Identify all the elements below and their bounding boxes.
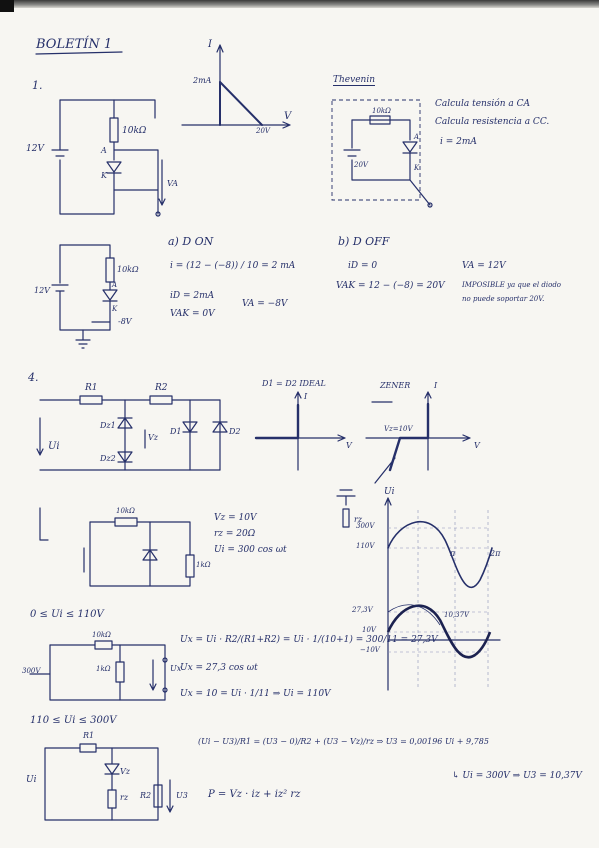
range1-eq1: Ux = Ui · R2/(R1+R2) = Ui · 1/(10+1) = 3… — [180, 635, 438, 645]
case-b-eq1: iD = 0 — [348, 261, 378, 271]
case-b-eq2: VAK = 12 − (−8) = 20V — [336, 281, 445, 291]
wave-level-110: 110V — [356, 542, 375, 550]
p2-circuit — [51, 244, 118, 349]
p1-number: 1. — [32, 79, 43, 92]
wave-pi: π — [450, 549, 456, 558]
ideal-label: D1 = D2 IDEAL — [262, 379, 326, 388]
eq-circuit-r1: 10kΩ — [116, 507, 135, 515]
wave-level-10: 10V — [362, 626, 376, 634]
ideal-diode-graph — [254, 391, 346, 471]
range1-label: 0 ≤ Ui ≤ 110V — [30, 609, 104, 620]
p4-number: 4. — [28, 371, 39, 384]
p2-node-a: A — [112, 281, 118, 289]
page-title: BOLETÍN 1 — [36, 37, 113, 52]
thevenin-note-3: i = 2mA — [440, 137, 477, 147]
param-vz: Vz = 10V — [214, 513, 257, 523]
range2-rz: rz — [120, 793, 129, 802]
ideal-axis-i: I — [304, 392, 308, 401]
p4-d1: D1 — [170, 427, 182, 436]
p1-graph-x-mark: 20V — [256, 127, 270, 135]
case-b-result-1: VA = 12V — [462, 261, 506, 271]
p4-equivalent — [39, 507, 195, 587]
zener-graph — [336, 391, 471, 528]
zener-model-rz: rz — [354, 515, 363, 524]
p1-node-a: A — [101, 146, 107, 155]
case-a-title: a) D ON — [168, 235, 214, 248]
thevenin-title: Thevenin — [333, 75, 376, 86]
case-b-result-3: no puede soportar 20V. — [462, 295, 545, 303]
param-vi: Ui = 300 cos ωt — [214, 545, 287, 555]
range2-r2: R2 — [140, 791, 152, 800]
range1-circuit — [29, 640, 168, 701]
zener-label: ZENER — [380, 381, 411, 390]
range2-label: 110 ≤ Ui ≤ 300V — [30, 715, 117, 726]
p2-resistor-label: 10kΩ — [117, 265, 139, 274]
zener-axis-i: I — [434, 381, 438, 390]
range2-eq3: P = Vz · iz + iz² rz — [208, 789, 301, 800]
p4-r2: R2 — [155, 383, 168, 393]
p4-d2: D2 — [229, 427, 241, 436]
range2-vi: Ui — [26, 775, 37, 785]
case-a-eq3: VAK = 0V — [170, 309, 215, 319]
range2-eq1: (Ui − U3)/R1 = (U3 − 0)/R2 + (U3 − Vz)/r… — [198, 737, 489, 746]
scan-corner-mark — [0, 0, 14, 12]
p1-resistor-label: 10kΩ — [122, 126, 147, 136]
p1-iv-graph — [181, 44, 291, 129]
p4-vz: Vz — [148, 433, 158, 442]
p4-dz2: Dz2 — [100, 454, 116, 463]
p4-r1: R1 — [85, 383, 98, 393]
range2-vz: Vz — [120, 767, 130, 776]
wave-two-pi: 2π — [490, 549, 501, 558]
waveform — [384, 497, 501, 691]
eq-circuit-r2: 1kΩ — [196, 561, 211, 569]
p1-output-label: VA — [167, 179, 179, 188]
zener-vz: Vz=10V — [384, 425, 413, 433]
wave-y-axis: Ui — [384, 487, 395, 497]
range1-r-top: 10kΩ — [92, 631, 111, 639]
thevenin-node-a: A — [414, 133, 420, 141]
range1-source: 300V — [22, 667, 41, 675]
range2-circuit — [44, 743, 174, 821]
range1-out: Ux — [170, 664, 182, 673]
p4-circuit — [36, 395, 228, 471]
p1-graph-y-axis: I — [208, 39, 212, 50]
p4-vi: Ui — [48, 441, 60, 452]
wave-peak-out: 10,37V — [444, 611, 470, 619]
range1-r-mid: 1kΩ — [96, 665, 111, 673]
thevenin-node-k: K — [414, 164, 420, 172]
range2-r1: R1 — [83, 731, 95, 740]
case-a-eq1: i = (12 − (−8)) / 10 = 2 mA — [170, 261, 296, 271]
p1-node-k: K — [101, 171, 107, 180]
zener-axis-v: V — [474, 441, 480, 450]
p2-node-k: K — [112, 305, 118, 313]
thevenin-note-1: Calcula tensión a CA — [435, 99, 530, 109]
range2-eq2: ↳ Ui = 300V ⇒ U3 = 10,37V — [452, 771, 582, 781]
thevenin-source: 20V — [354, 161, 368, 169]
p1-circuit — [51, 99, 166, 217]
ideal-axis-v: V — [346, 441, 352, 450]
thevenin-resistor: 10kΩ — [372, 107, 391, 115]
scan-edge — [0, 0, 599, 8]
case-b-result-2: IMPOSIBLE ya que el diodo — [462, 281, 562, 289]
p1-graph-y-mark: 2mA — [193, 76, 212, 85]
range1-eq3: Ux = 10 = Ui · 1/11 ⇒ Ui = 110V — [180, 689, 331, 699]
range1-eq2: Ux = 27,3 cos ωt — [180, 663, 258, 673]
thevenin-circuit — [331, 99, 433, 208]
wave-level-minus10: −10V — [360, 646, 380, 654]
case-b-title: b) D OFF — [338, 235, 390, 248]
p2-source-label: 12V — [34, 286, 50, 295]
p1-source-label: 12V — [26, 144, 44, 154]
param-rz: rz = 20Ω — [214, 529, 256, 539]
p4-dz1: Dz1 — [100, 421, 116, 430]
case-a-result: VA = −8V — [242, 299, 288, 309]
wave-level-273: 27,3V — [352, 606, 373, 614]
range2-out: U3 — [176, 791, 188, 800]
p2-bottom-voltage: -8V — [118, 317, 132, 326]
thevenin-note-2: Calcula resistencia a CC. — [435, 117, 550, 127]
p1-graph-x-axis: V — [284, 111, 292, 122]
case-a-eq2: iD = 2mA — [170, 291, 215, 301]
wave-level-300: 300V — [356, 522, 375, 530]
